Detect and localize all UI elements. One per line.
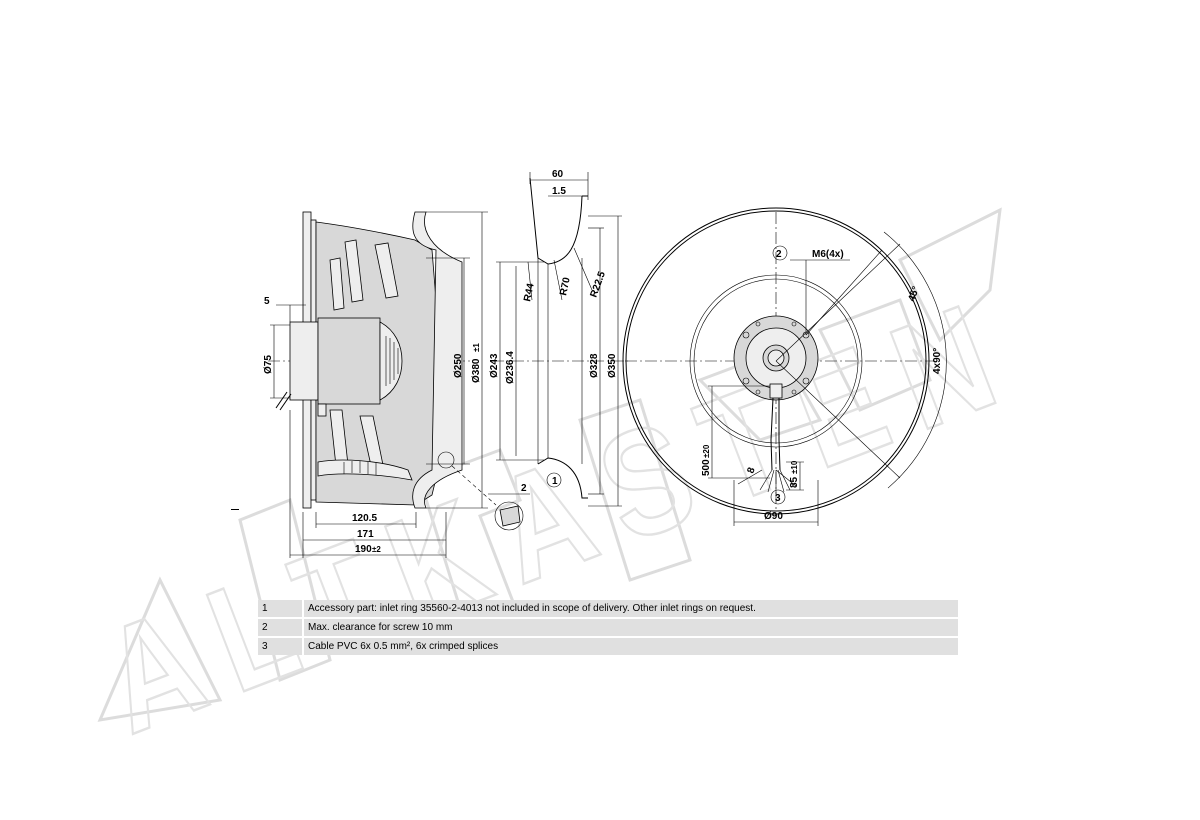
dim-angle-4x90: 4x90° — [932, 348, 943, 374]
notes-table: 1 Accessory part: inlet ring 35560-2-401… — [258, 600, 958, 655]
dim-r70: R70 — [558, 276, 573, 297]
front-view: 2 3 M6(4x) 45° 4x90° 500 ±20 8 85 ±10 — [622, 207, 947, 526]
note-number: 2 — [258, 617, 304, 637]
note-text: Accessory part: inlet ring 35560-2-4013 … — [308, 603, 756, 614]
table-row: 2 Max. clearance for screw 10 mm — [258, 617, 958, 637]
dim-len-171: 171 — [357, 529, 374, 540]
dim-dia-380: Ø380 — [471, 358, 482, 383]
dim-len-120-5: 120.5 — [352, 513, 377, 524]
dim-len-85-tol: ±10 — [790, 460, 799, 474]
dim-width-1-5: 1.5 — [552, 186, 566, 197]
side-dims: 5 Ø75 Ø250 Ø380 ±1 2 120.5 — [263, 211, 530, 558]
dim-len-85: 85 — [789, 476, 800, 488]
note-number: 1 — [258, 600, 304, 618]
front-callout-2: 2 — [776, 249, 782, 260]
dim-dia-250: Ø250 — [453, 353, 464, 378]
front-callout-3: 3 — [775, 493, 781, 504]
dim-angle-45: 45° — [906, 285, 922, 303]
inlet-ring-view: 1 60 1.5 R44 R70 R22.5 Ø243 Ø236.4 — [489, 169, 628, 507]
dim-m6: M6(4x) — [812, 249, 844, 260]
dim-len-500: 500 — [701, 459, 712, 476]
dim-gap-2: 2 — [521, 483, 527, 494]
dim-len-500-tol: ±20 — [702, 444, 711, 458]
side-view: 5 Ø75 Ø250 Ø380 ±1 2 120.5 — [263, 211, 530, 558]
dim-dia-350: Ø350 — [607, 353, 618, 378]
table-row: 3 Cable PVC 6x 0.5 mm², 6x crimped splic… — [258, 636, 958, 655]
margin-dash — [231, 509, 239, 510]
dim-width-60: 60 — [552, 169, 564, 180]
inlet-ring-callout: 1 — [552, 476, 558, 487]
dim-r44: R44 — [522, 282, 537, 303]
front-dims: M6(4x) 45° 4x90° 500 ±20 8 85 ±10 Ø90 — [701, 249, 943, 526]
dim-r22-5: R22.5 — [588, 270, 608, 299]
table-row: 1 Accessory part: inlet ring 35560-2-401… — [258, 600, 958, 618]
inlet-ring-dims: 60 1.5 R44 R70 R22.5 Ø243 Ø236.4 Ø328 Ø3 — [489, 169, 622, 507]
dim-len-190: 190 — [355, 544, 372, 555]
dim-dia-243: Ø243 — [489, 353, 500, 378]
dim-len-8: 8 — [745, 466, 757, 475]
dim-offset-5: 5 — [264, 296, 270, 307]
dim-dia-328: Ø328 — [589, 353, 600, 378]
dim-dia-236-4: Ø236.4 — [505, 351, 516, 384]
dim-dia-90: Ø90 — [764, 511, 783, 522]
dim-len-190-tol: ±2 — [372, 545, 381, 554]
note-text: Cable PVC 6x 0.5 mm², 6x crimped splices — [303, 636, 958, 655]
note-text: Max. clearance for screw 10 mm — [303, 617, 958, 637]
dim-dia-380-tol: ±1 — [472, 343, 481, 352]
watermark-text: ALTKASTEN — [81, 264, 1037, 765]
dim-dia-75: Ø75 — [263, 355, 274, 374]
note-number: 3 — [258, 636, 304, 655]
